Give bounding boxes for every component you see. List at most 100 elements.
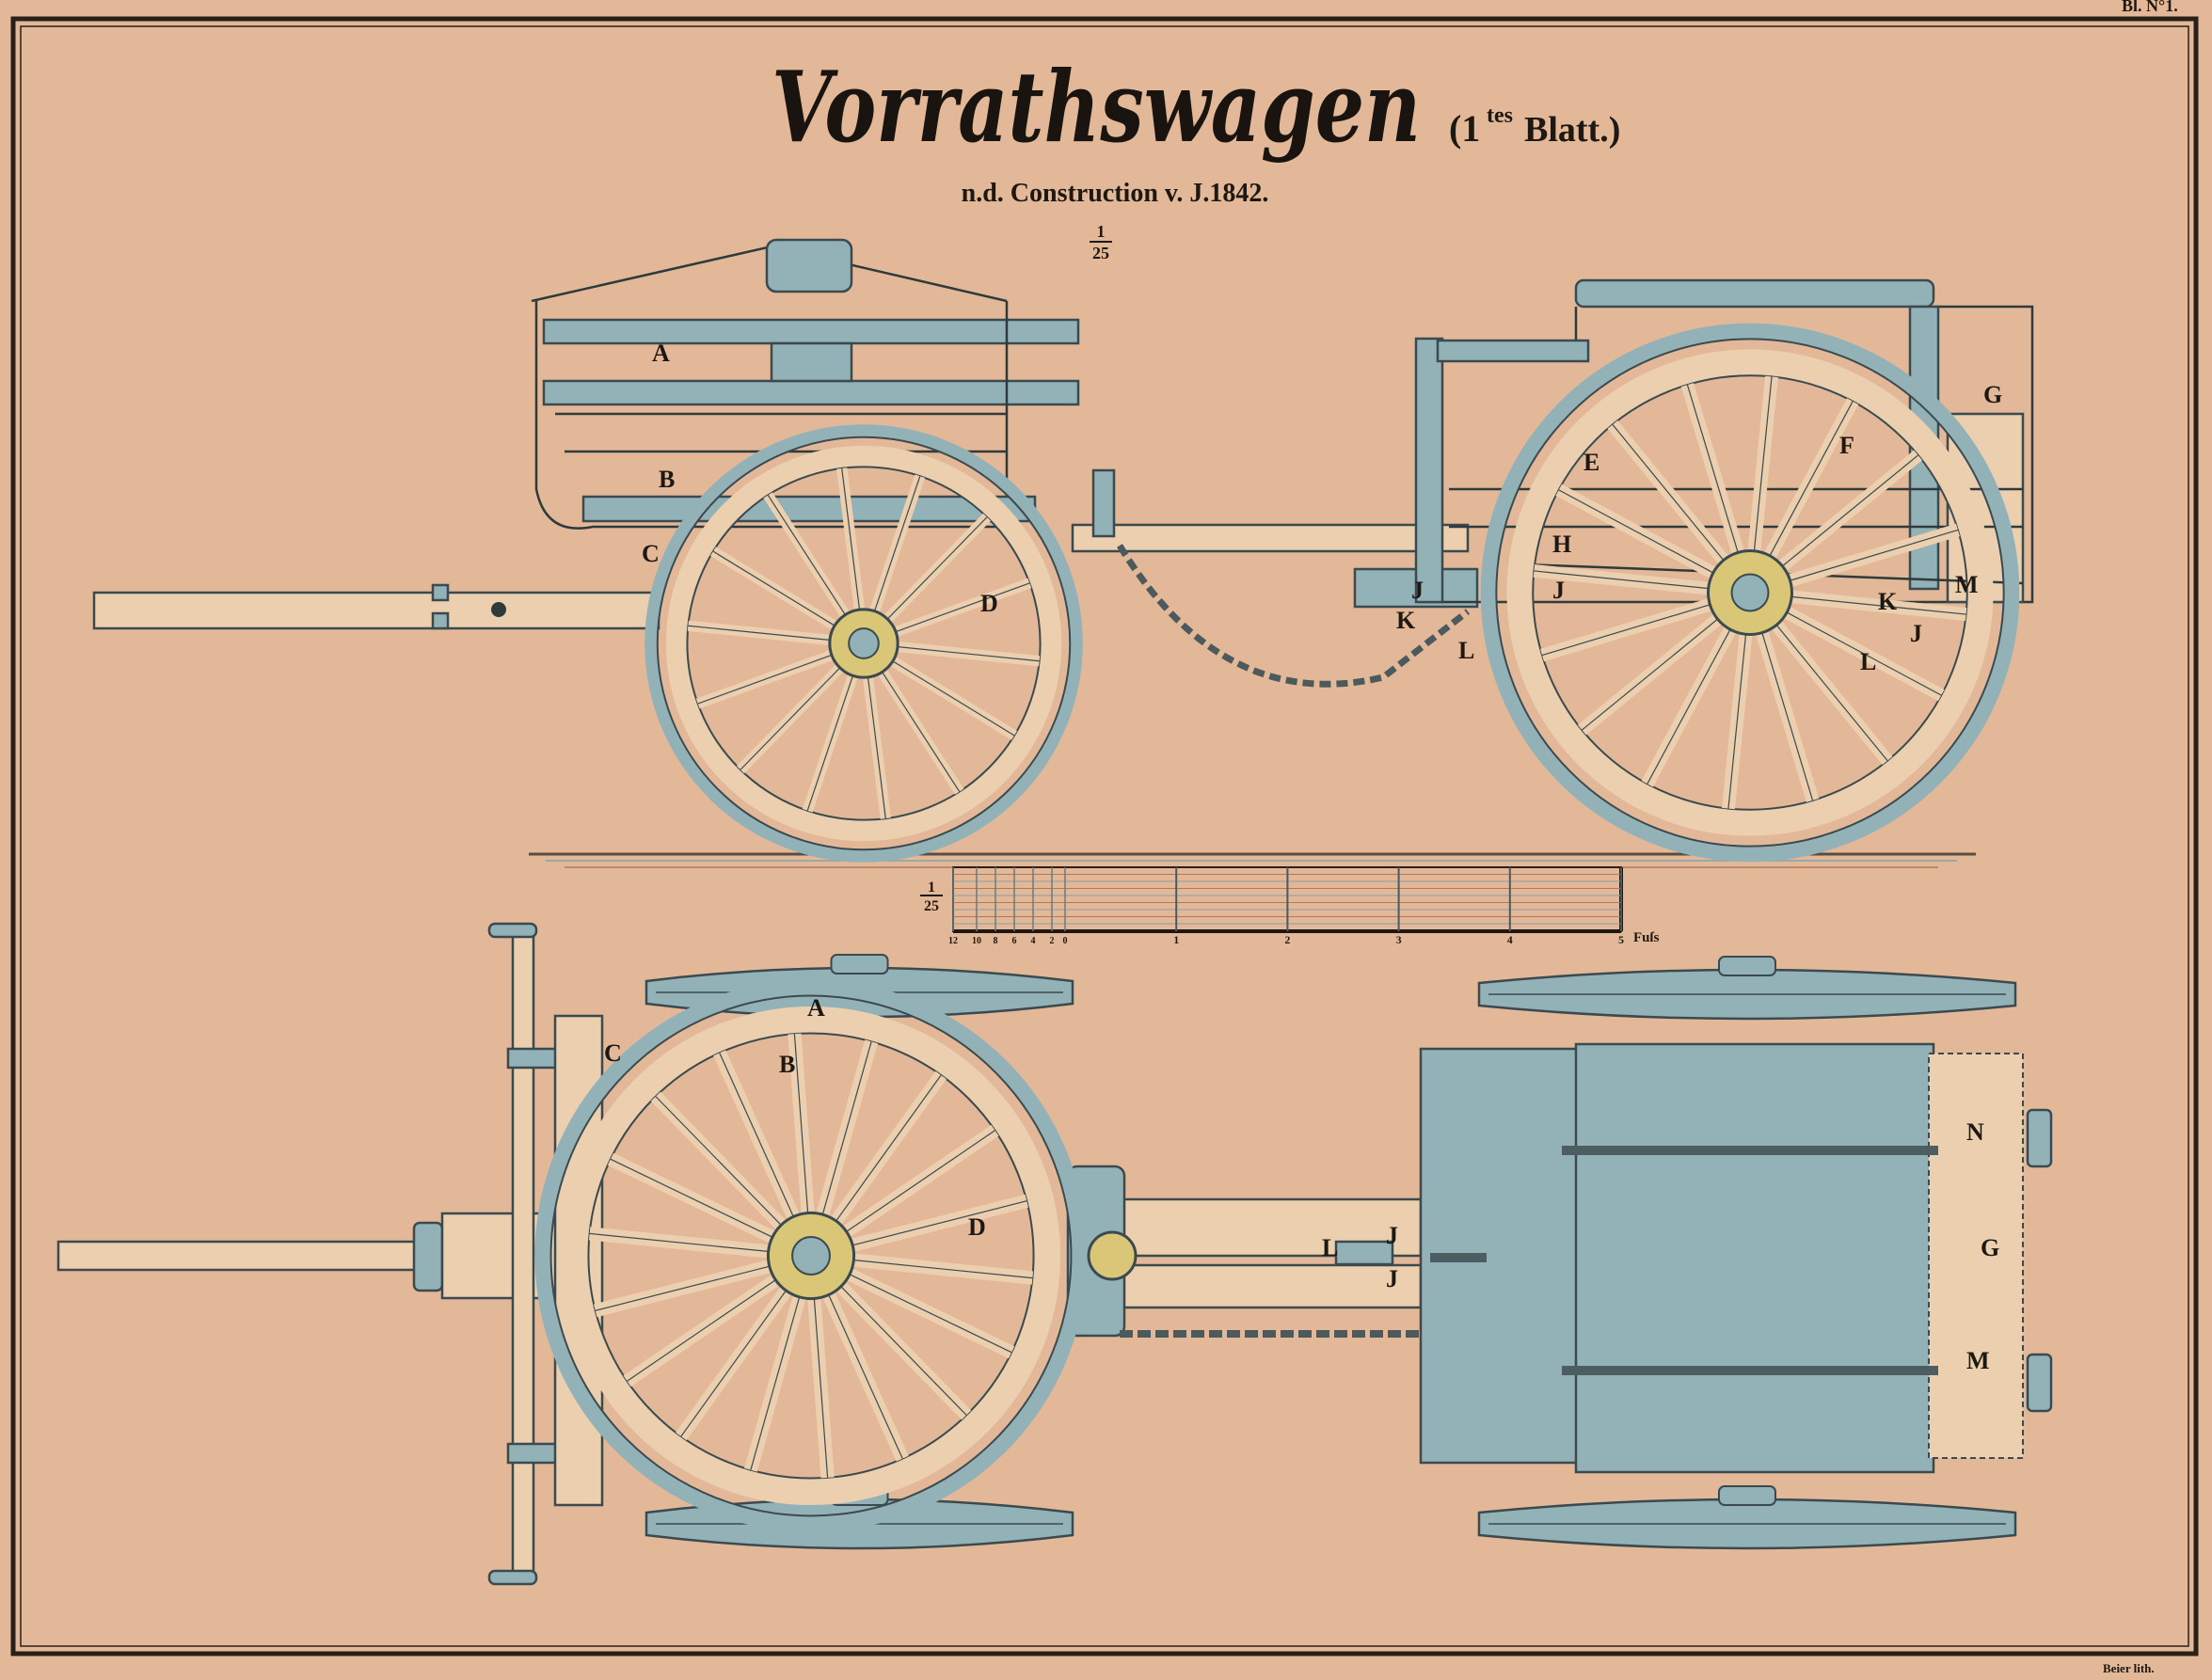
- wheel-felloe-edge: [587, 1032, 1035, 1480]
- scale-bar-tick-label: 4: [1031, 936, 1036, 946]
- plate-subtitle: n.d. Construction v. J.1842.: [962, 179, 1269, 208]
- pole-top: [56, 1212, 585, 1300]
- scale-bar-tick-label: 3: [1396, 933, 1402, 946]
- wheel-felloe: [665, 445, 1062, 842]
- rear-wheel-side: [1480, 323, 2020, 863]
- front-wheel-top-turned: [534, 979, 1088, 1532]
- wheel-hub-top: [1718, 1485, 1776, 1506]
- part-label: L: [1458, 637, 1474, 664]
- wheel-tire: [1480, 323, 2020, 863]
- wheel-spoke-line: [1727, 628, 1747, 809]
- wheel-spoke-line: [893, 645, 1040, 662]
- scale-bar-tick-label: 5: [1618, 933, 1624, 946]
- front-wheel-side: [645, 424, 1083, 863]
- wheel-tire: [534, 979, 1088, 1532]
- part-label: C: [642, 540, 660, 567]
- perch-top: [1066, 1165, 1423, 1338]
- sheet-number-word: Blatt.): [1524, 110, 1620, 150]
- rear-wheel-top-lower: [1477, 1485, 2017, 1550]
- wheel-spoke-line: [740, 664, 844, 770]
- scale-bar-numerator: 1: [928, 880, 935, 895]
- wheel-spoke-line: [1647, 625, 1734, 785]
- wheel-spoke-line: [891, 582, 1030, 634]
- wheel-spoke-line: [832, 1074, 942, 1226]
- part-label: J: [1910, 620, 1922, 647]
- wheel-hub-top: [1718, 956, 1776, 976]
- part-label: G: [1983, 381, 2002, 408]
- wheel-spoke-line: [589, 1232, 774, 1253]
- plate-frame-inner: [20, 25, 2189, 1647]
- wheel-spoke-line: [1785, 529, 1959, 583]
- scale-bar-tick-label: 4: [1507, 933, 1513, 946]
- wheel-spoke-line: [1558, 489, 1718, 577]
- scale-bar-denominator: 25: [924, 898, 939, 914]
- part-label: N: [1966, 1118, 1984, 1146]
- wheel-spoke-line: [883, 516, 988, 623]
- wheel-spoke-line: [841, 1130, 995, 1236]
- wheel-spoke-line: [1773, 620, 1888, 762]
- scale-bar-tick-label: 10: [972, 936, 981, 946]
- part-label: C: [604, 1039, 622, 1067]
- wheel-spoke-line: [872, 476, 921, 616]
- scale-bar-tick-label: 2: [1050, 936, 1055, 946]
- wheel-spoke-line: [1759, 627, 1814, 801]
- part-label: D: [968, 1213, 986, 1241]
- part-label: G: [1981, 1234, 1999, 1261]
- wheel-felloe: [1506, 349, 1994, 836]
- wheel-spoke-line: [841, 468, 861, 614]
- wheel-spoke-line: [1612, 423, 1727, 565]
- wheel-spoke-line: [1777, 454, 1919, 570]
- wheel-axle-cap: [791, 1236, 831, 1276]
- wheel-spoke-line: [1766, 401, 1854, 561]
- sheet-number-superscript: tes: [1487, 103, 1513, 128]
- wheel-axle-cap: [848, 627, 880, 659]
- part-label: A: [652, 340, 670, 367]
- part-label: E: [1583, 449, 1599, 476]
- wheel-spoke-line: [847, 1200, 1027, 1247]
- part-label: J: [1386, 1222, 1398, 1249]
- wheel-tire-edge: [656, 436, 1072, 851]
- plate-frame-outer: [10, 16, 2199, 1656]
- part-label: K: [1878, 588, 1898, 615]
- wheel-axle-cap: [1730, 573, 1770, 612]
- part-label: D: [980, 590, 998, 617]
- wheel-spoke-line: [1753, 376, 1773, 557]
- wheel-spoke-line: [627, 1276, 781, 1382]
- part-label: H: [1552, 531, 1571, 558]
- wheel-spoke-line: [1534, 570, 1714, 590]
- plate-title: Vorrathswagen: [772, 49, 1421, 165]
- scale-bar-tick-label: 0: [1063, 936, 1068, 946]
- wheel-spoke-line: [879, 668, 961, 792]
- wheel-felloe-edge: [686, 466, 1042, 821]
- part-label: J: [1411, 577, 1424, 604]
- wheel-spoke-line: [825, 1290, 903, 1459]
- scale-denominator: 25: [1092, 244, 1109, 262]
- part-label: M: [1955, 571, 1979, 598]
- corner-mark: Bl. N°1.: [2122, 0, 2178, 15]
- scale-bar-tick-label: 6: [1012, 936, 1017, 946]
- sheet-number-open: (1: [1449, 107, 1480, 150]
- wheel-spoke-line: [844, 1271, 1012, 1354]
- wheel-spoke-line: [820, 1041, 872, 1220]
- sheet-number: (1 tes Blatt.): [1449, 103, 1620, 150]
- part-label: J: [1386, 1265, 1398, 1292]
- wheel-spoke-line: [1782, 609, 1942, 696]
- wheel-tire-edge: [1495, 338, 2005, 848]
- wheel-spoke-line: [719, 1053, 797, 1222]
- rear-wheel-top-upper: [1477, 956, 2017, 1021]
- wheel-spoke-line: [595, 1264, 775, 1311]
- wheel-spoke-line: [655, 1096, 786, 1229]
- wheel-spoke-line: [806, 671, 855, 811]
- wheel-spoke-line: [1786, 595, 1966, 615]
- scale-bar-tick-label: 12: [948, 936, 958, 946]
- wheel-spoke-line: [888, 658, 1015, 737]
- part-label: L: [1860, 648, 1876, 675]
- drawing-scale: 1 25: [1090, 222, 1112, 262]
- scale-numerator: 1: [1097, 222, 1106, 241]
- wagon-body-top: [1419, 1042, 2053, 1474]
- part-label: M: [1966, 1347, 1990, 1374]
- wheel-spoke-line: [1686, 384, 1741, 558]
- wheel-spoke-line: [793, 1034, 809, 1219]
